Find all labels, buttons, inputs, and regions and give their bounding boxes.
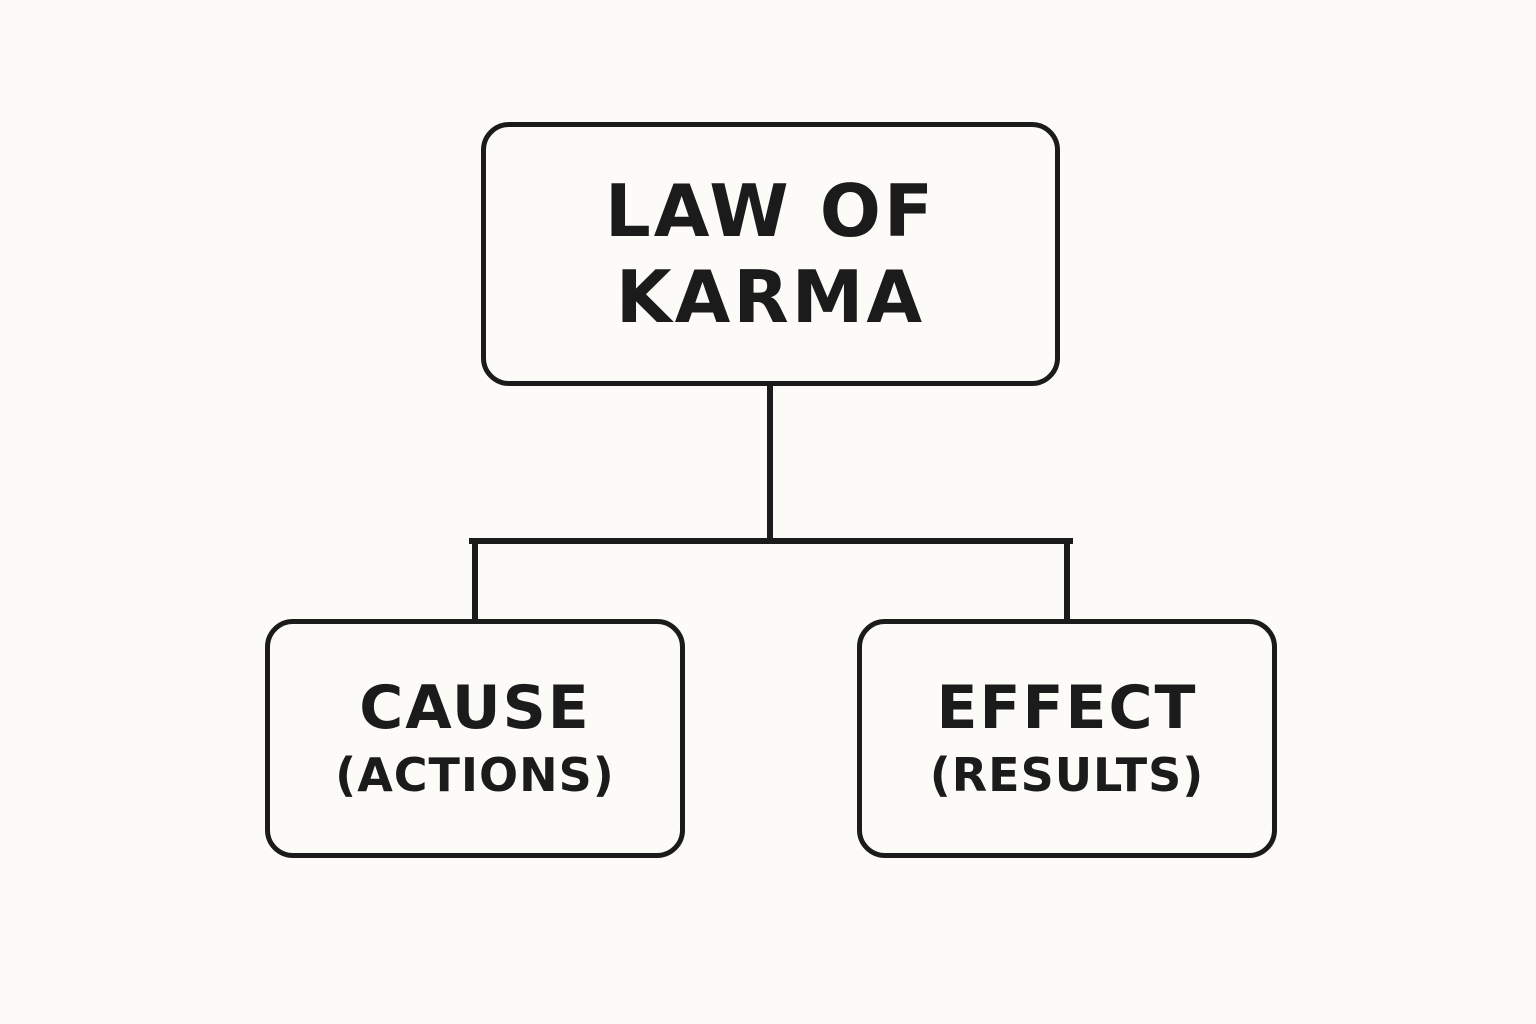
effect-subtitle: (RESULTS)	[929, 747, 1205, 802]
child-node-cause: CAUSE (ACTIONS)	[265, 619, 685, 858]
root-node-law-of-karma: LAW OF KARMA	[481, 122, 1060, 386]
root-title-line-1: LAW OF	[604, 169, 937, 253]
child-node-effect: EFFECT (RESULTS)	[857, 619, 1277, 858]
cause-subtitle: (ACTIONS)	[335, 747, 615, 802]
effect-title: EFFECT	[936, 672, 1198, 743]
root-title-line-2: KARMA	[615, 255, 926, 339]
cause-title: CAUSE	[359, 672, 591, 743]
